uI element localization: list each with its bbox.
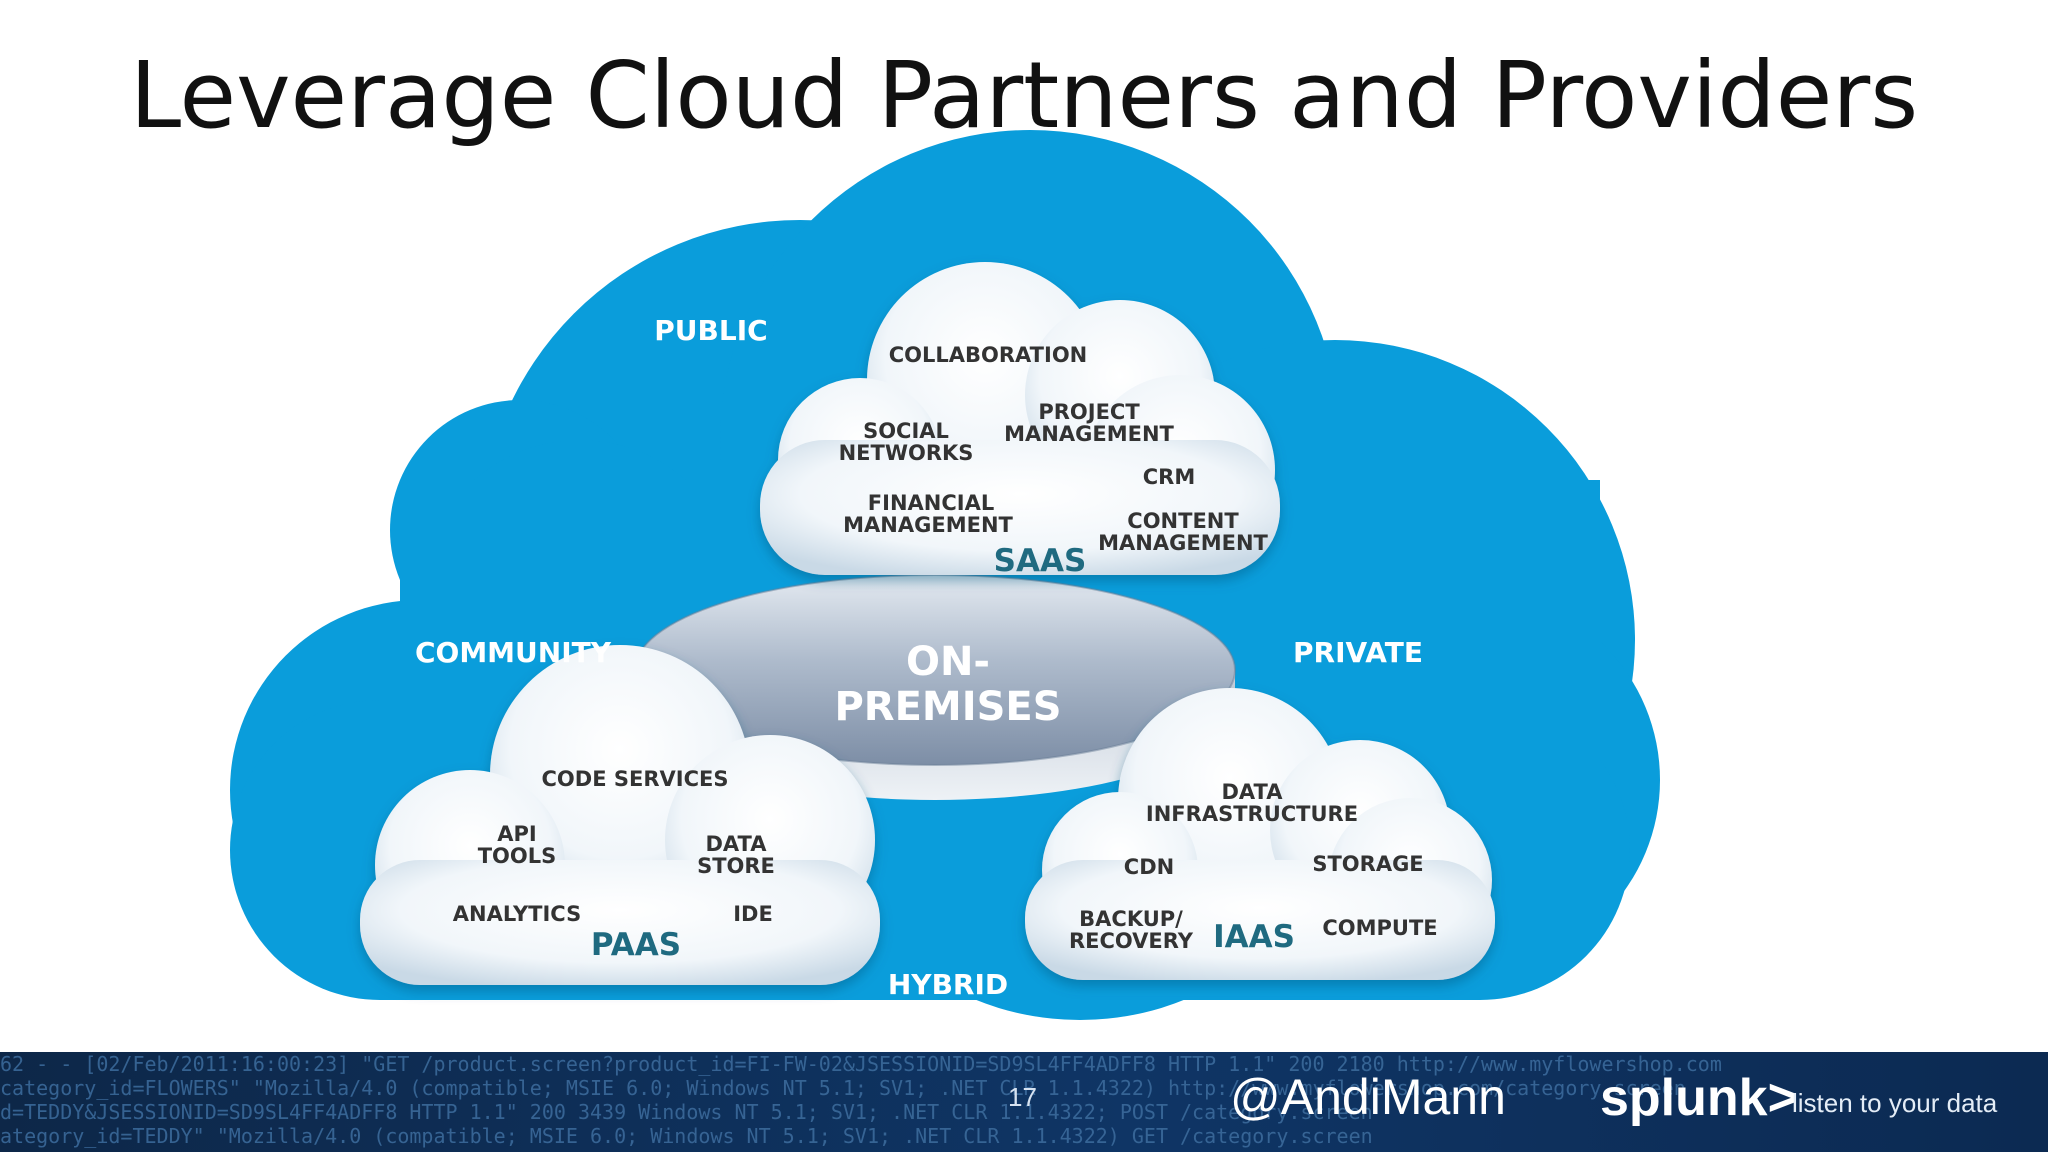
saas-item-project-1: PROJECT [1038, 400, 1140, 424]
saas-item-collaboration: COLLABORATION [889, 343, 1088, 367]
saas-item-social-1: SOCIAL [863, 419, 949, 443]
paas-item-code-services: CODE SERVICES [542, 767, 729, 791]
page-number: 17 [1008, 1082, 1037, 1112]
on-premises-label-line2: PREMISES [834, 684, 1061, 730]
saas-item-financial-1: FINANCIAL [868, 491, 994, 515]
paas-label: PAAS [591, 927, 681, 963]
iaas-item-data-2: INFRASTRUCTURE [1146, 802, 1358, 826]
log-line: category_id=FLOWERS" "Mozilla/4.0 (compa… [0, 1076, 1686, 1100]
log-line: 62 - - [02/Feb/2011:16:00:23] "GET /prod… [0, 1052, 1722, 1076]
paas-item-api-2: TOOLS [478, 844, 557, 868]
paas-item-datastore-1: DATA [705, 832, 767, 856]
iaas-item-compute: COMPUTE [1322, 916, 1437, 940]
paas-item-ide: IDE [733, 902, 773, 926]
label-private: PRIVATE [1293, 636, 1423, 669]
saas-item-content-2: MANAGEMENT [1098, 531, 1268, 555]
twitter-handle: @AndiMann [1230, 1069, 1506, 1125]
paas-cloud [360, 645, 880, 985]
brand-tagline: listen to your data [1792, 1088, 1998, 1118]
iaas-item-cdn: CDN [1124, 855, 1174, 879]
iaas-cloud [1025, 688, 1495, 980]
saas-item-crm: CRM [1143, 465, 1195, 489]
saas-item-financial-2: MANAGEMENT [843, 513, 1013, 537]
splunk-logo: splunk> [1600, 1069, 1798, 1127]
log-line: d=TEDDY&JSESSIONID=SD9SL4FF4ADFF8 HTTP 1… [0, 1100, 1373, 1124]
log-line: ategory_id=TEDDY" "Mozilla/4.0 (compatib… [0, 1124, 1373, 1148]
iaas-item-data-1: DATA [1221, 780, 1283, 804]
iaas-item-storage: STORAGE [1312, 852, 1423, 876]
label-community: COMMUNITY [415, 636, 612, 669]
saas-label: SAAS [994, 543, 1087, 579]
saas-cloud [760, 262, 1280, 575]
paas-item-datastore-2: STORE [697, 854, 775, 878]
saas-item-project-2: MANAGEMENT [1004, 422, 1174, 446]
paas-item-analytics: ANALYTICS [453, 902, 581, 926]
saas-item-social-2: NETWORKS [839, 441, 974, 465]
on-premises-label-line1: ON- [906, 639, 990, 685]
iaas-label: IAAS [1213, 919, 1295, 955]
iaas-item-backup-1: BACKUP/ [1079, 907, 1183, 931]
paas-item-api-1: API [497, 822, 536, 846]
saas-item-content-1: CONTENT [1127, 509, 1239, 533]
label-hybrid: HYBRID [888, 968, 1008, 1001]
label-public: PUBLIC [654, 314, 767, 347]
iaas-item-backup-2: RECOVERY [1069, 929, 1194, 953]
footer-banner: 62 - - [02/Feb/2011:16:00:23] "GET /prod… [0, 1052, 2048, 1152]
